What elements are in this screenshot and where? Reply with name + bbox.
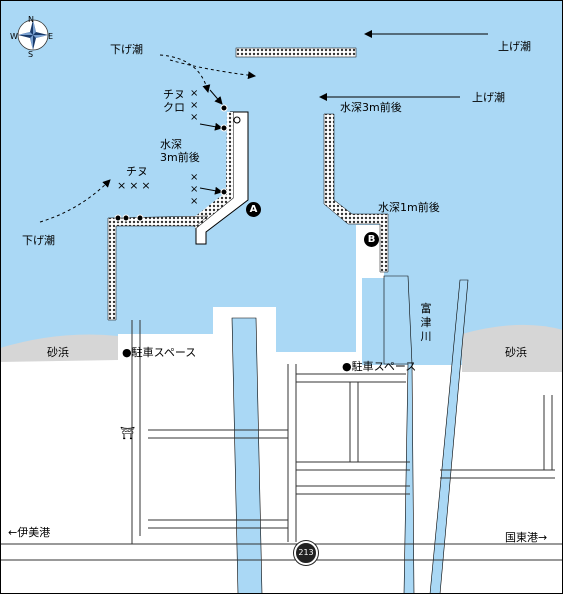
parking-left-label: ●駐車スペース	[122, 346, 197, 359]
river-name: 富 津 川	[420, 302, 432, 343]
ebb-arrow-left	[39, 179, 111, 223]
corner-marks: ×××	[117, 179, 154, 192]
ebb-arrow-top2	[169, 59, 256, 80]
marker-b: B	[364, 232, 379, 247]
pier-a-species: チヌ クロ	[163, 88, 185, 114]
fishing-spots	[114, 104, 228, 222]
compass-w: W	[10, 32, 18, 41]
marker-a: A	[246, 202, 261, 217]
beach-right-area	[462, 324, 563, 372]
roads	[0, 320, 563, 561]
to-imi-port: ←伊美港	[8, 526, 51, 539]
beach-right-label: 砂浜	[505, 346, 527, 359]
land	[0, 225, 563, 594]
pier-a-marks: ×××	[190, 88, 199, 123]
river-right	[383, 275, 469, 594]
pier-a-depth: 水深 3m前後	[160, 138, 200, 164]
compass-e: E	[48, 32, 54, 41]
compass-rose	[17, 19, 49, 51]
parking-right-label: ●駐車スペース	[342, 360, 417, 373]
point-arrow-3	[199, 186, 223, 195]
pier-a-marks2: ×××	[190, 172, 199, 207]
compass-n: N	[28, 15, 34, 24]
shrine-icon: ⛩	[120, 426, 136, 440]
point-arrow-2	[199, 122, 223, 131]
beach-left-area	[0, 334, 118, 365]
compass-s: S	[28, 50, 34, 59]
flood-label-top: 上げ潮	[498, 40, 531, 53]
breakwater-b	[323, 113, 389, 273]
route-badge: 213	[294, 541, 318, 565]
to-kunisaki-port: 国東港→	[505, 531, 548, 544]
beach-left-label: 砂浜	[47, 346, 69, 359]
ebb-arrow-top	[159, 54, 211, 93]
river-left	[231, 317, 263, 594]
flood-label-mid: 上げ潮	[472, 91, 505, 104]
ebb-label-left: 下げ潮	[22, 234, 55, 247]
ebb-label-top: 下げ潮	[110, 43, 143, 56]
sea	[0, 0, 563, 365]
corner-species: チヌ	[126, 165, 148, 178]
seawall-left	[107, 215, 209, 321]
depth-pier-b: 水深1m前後	[378, 201, 440, 214]
offshore-breakwater	[235, 47, 357, 58]
depth-breakwater: 水深3m前後	[340, 101, 402, 114]
light-marker	[233, 116, 241, 124]
point-arrow-1	[209, 89, 223, 105]
